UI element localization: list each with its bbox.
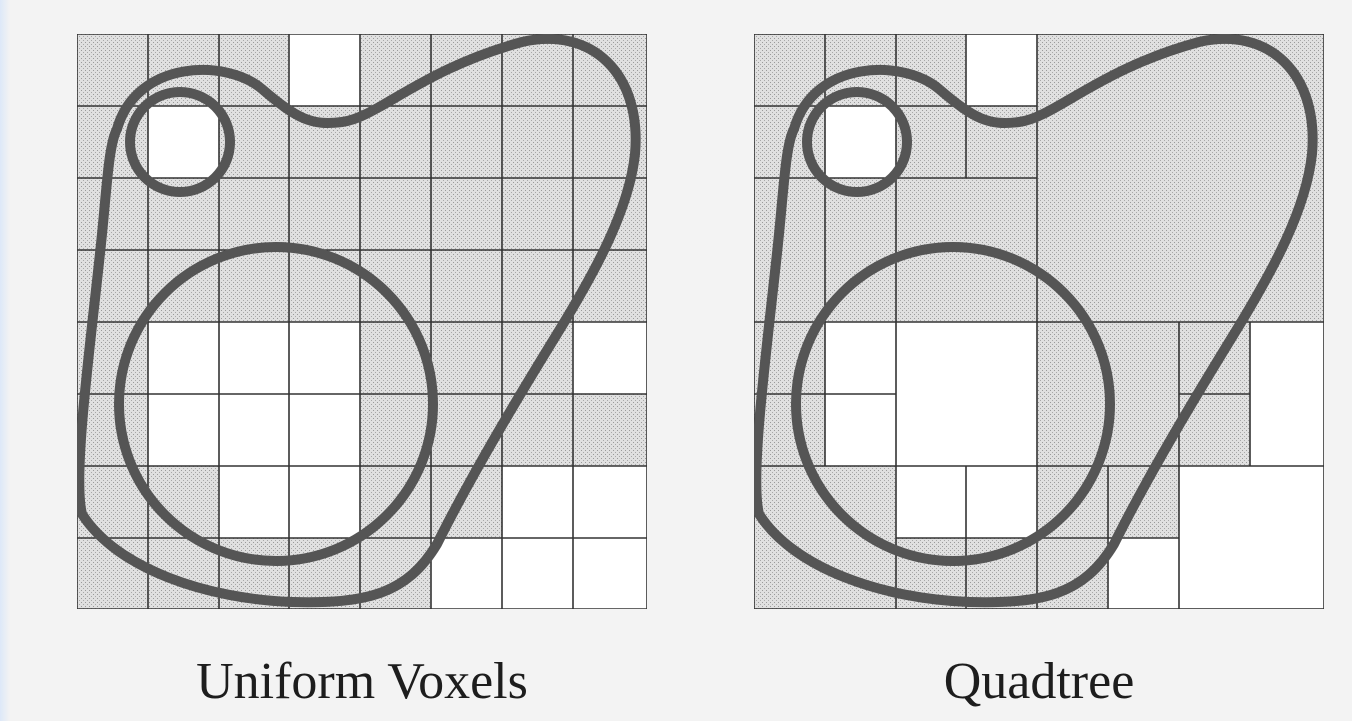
outer-contour	[754, 34, 1318, 608]
shape-outlines	[754, 34, 1318, 608]
free-cell	[573, 322, 647, 394]
free-cell	[825, 106, 896, 178]
small-hole-circle	[802, 87, 912, 197]
shape-outlines	[77, 34, 641, 608]
uniform-voxels-panel	[77, 34, 647, 609]
quadtree-panel	[754, 34, 1324, 609]
free-cell	[148, 106, 219, 178]
free-cell	[1108, 538, 1179, 609]
free-cell	[966, 34, 1037, 106]
uniform-voxels-caption: Uniform Voxels	[196, 653, 528, 710]
free-cell	[1250, 322, 1324, 466]
free-cell	[148, 394, 360, 466]
outer-contour	[77, 34, 641, 608]
quadtree-grid	[754, 34, 1324, 609]
quadtree-diagram	[754, 34, 1324, 609]
uniform-voxels-diagram	[77, 34, 647, 609]
quadtree-caption: Quadtree	[943, 653, 1135, 710]
free-cell	[825, 394, 896, 466]
free-cell	[289, 34, 360, 106]
left-edge-gradient	[0, 0, 10, 721]
free-cells	[148, 34, 647, 609]
free-cell	[431, 538, 502, 609]
free-cell	[148, 322, 360, 394]
free-cell	[896, 322, 1037, 466]
large-hole-circle	[791, 242, 1115, 566]
free-cell	[1179, 466, 1324, 609]
large-hole-circle	[114, 242, 438, 566]
small-hole-circle	[125, 87, 235, 197]
free-cell	[825, 322, 896, 394]
